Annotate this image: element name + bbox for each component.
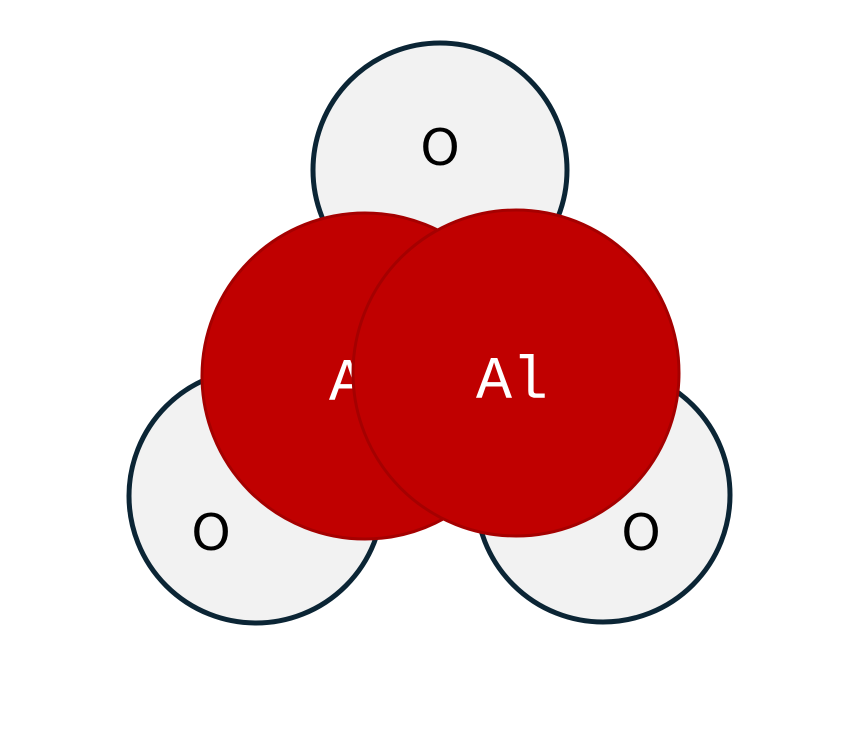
aluminum-atom-right: Al bbox=[351, 208, 681, 538]
oxygen-atom-top-label: O bbox=[420, 119, 459, 177]
aluminum-atom-right-label: Al bbox=[476, 349, 548, 417]
oxygen-atom-right-label: O bbox=[621, 504, 660, 562]
oxygen-atom-left-label: O bbox=[191, 504, 230, 562]
aluminum-atom-right-circle bbox=[351, 208, 681, 538]
